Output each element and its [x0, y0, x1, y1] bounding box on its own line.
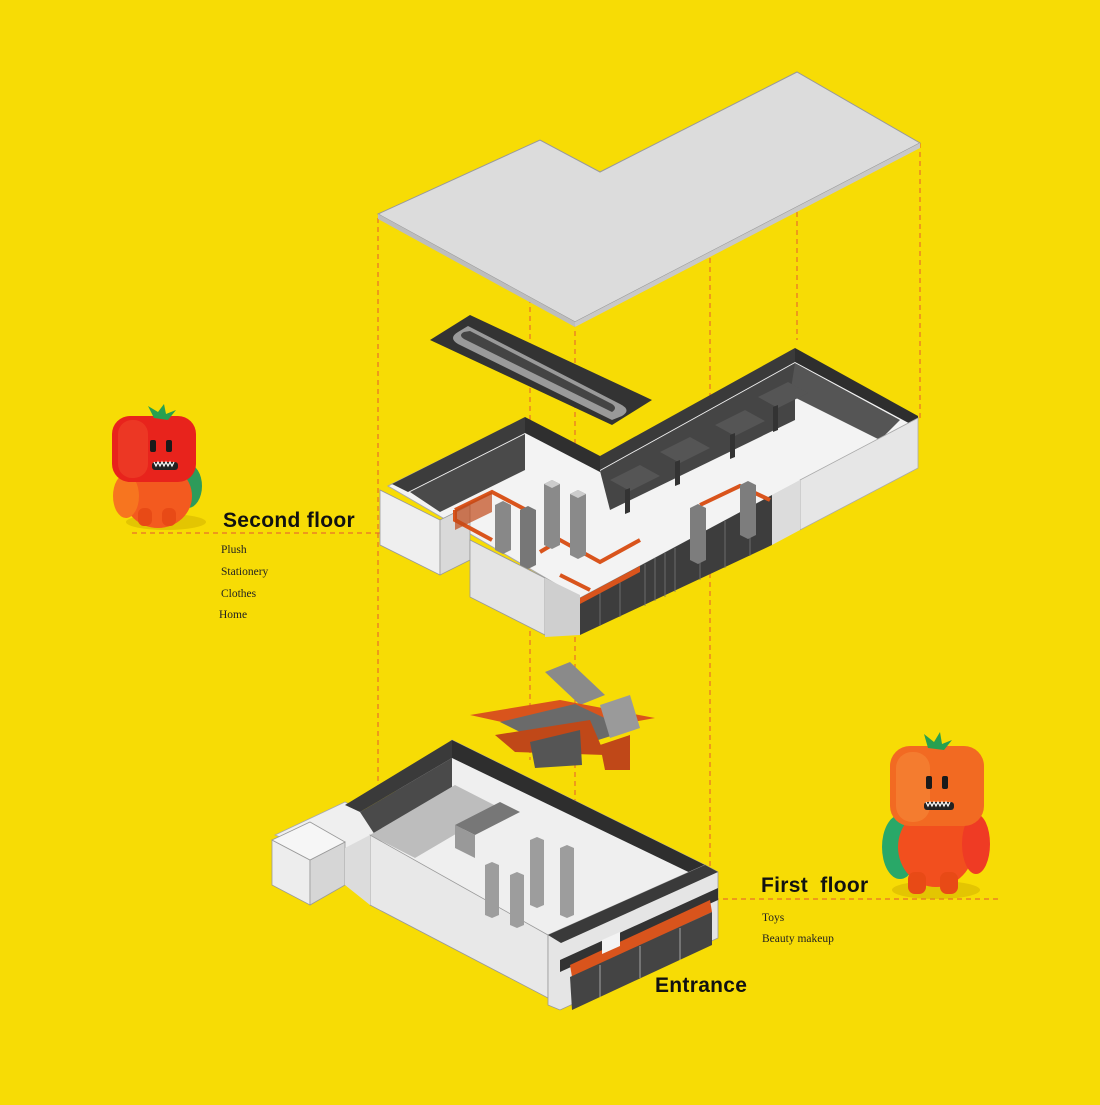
second-floor-category: Plush [221, 544, 247, 556]
skylight-frame [430, 315, 652, 425]
first-floor-title: First floor [761, 874, 869, 897]
roof-slab [376, 71, 922, 327]
first-floor-category: Toys [762, 912, 785, 924]
entrance-label: Entrance [655, 974, 748, 997]
display-tables [610, 382, 808, 514]
first-floor-category: Beauty makeup [762, 933, 834, 945]
first-floor-model [271, 739, 719, 1011]
second-floor-category: Clothes [221, 588, 257, 600]
second-floor-category: Stationery [221, 566, 269, 578]
second-floor-model [379, 348, 920, 637]
tomato-mascot-icon [112, 404, 206, 530]
tomato-mascot-icon [882, 732, 990, 899]
second-floor-title: Second floor [223, 509, 355, 532]
second-floor-category: Home [219, 609, 248, 621]
second-floor-columns [495, 480, 756, 569]
staircase [470, 662, 655, 770]
